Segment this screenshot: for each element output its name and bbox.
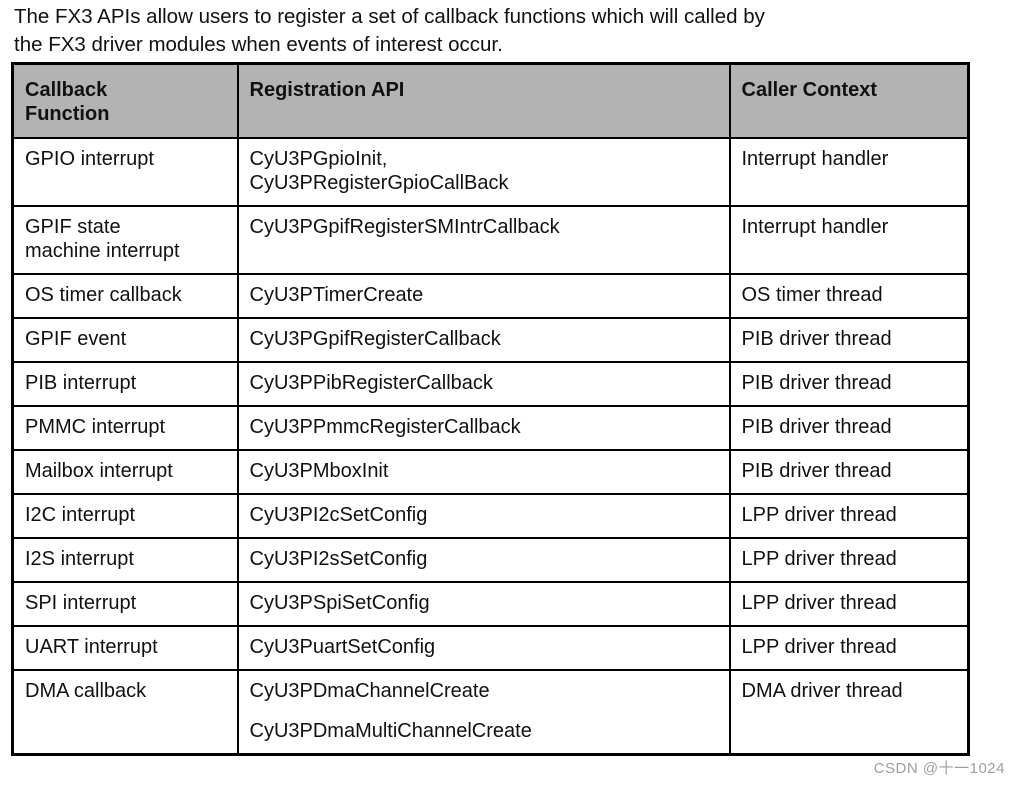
header-callback-function: Callback Function xyxy=(11,62,239,139)
callback-function-cell: I2S interrupt xyxy=(11,537,239,583)
callback-function-cell: Mailbox interrupt xyxy=(11,449,239,495)
registration-api-cell: CyU3PGpifRegisterSMIntrCallback xyxy=(236,205,731,275)
callback-function-cell: GPIF event xyxy=(11,317,239,363)
caller-context-cell: PIB driver thread xyxy=(728,317,970,363)
table-header-row: Callback Function Registration API Calle… xyxy=(11,62,970,139)
table-header: Callback Function Registration API Calle… xyxy=(11,62,970,139)
callback-function-cell: SPI interrupt xyxy=(11,581,239,627)
callback-function-cell: OS timer callback xyxy=(11,273,239,319)
registration-api-cell: CyU3PuartSetConfig xyxy=(236,625,731,671)
header-caller-context-label: Caller Context xyxy=(741,79,878,101)
intro-line-2: the FX3 driver modules when events of in… xyxy=(14,33,503,56)
caller-context-cell: PIB driver thread xyxy=(728,449,970,495)
caller-context-cell: DMA driver thread xyxy=(728,669,970,756)
callback-function-cell: UART interrupt xyxy=(11,625,239,671)
registration-api-cell: CyU3PGpioInit,CyU3PRegisterGpioCallBack xyxy=(236,137,731,207)
caller-context-cell: LPP driver thread xyxy=(728,493,970,539)
registration-api-cell: CyU3PI2sSetConfig xyxy=(236,537,731,583)
registration-api-cell: CyU3PPmmcRegisterCallback xyxy=(236,405,731,451)
registration-api-cell: CyU3PSpiSetConfig xyxy=(236,581,731,627)
callback-function-cell: DMA callback xyxy=(11,669,239,756)
header-caller-context: Caller Context xyxy=(728,62,970,139)
header-registration-api-label: Registration API xyxy=(249,79,405,101)
header-callback-function-line1: Callback xyxy=(25,79,108,101)
callback-api-table: Callback Function Registration API Calle… xyxy=(11,62,970,756)
callback-function-cell: I2C interrupt xyxy=(11,493,239,539)
caller-context-cell: LPP driver thread xyxy=(728,581,970,627)
callback-function-cell: GPIO interrupt xyxy=(11,137,239,207)
intro-paragraph: The FX3 APIs allow users to register a s… xyxy=(14,3,1013,59)
caller-context-cell: LPP driver thread xyxy=(728,625,970,671)
callback-function-cell: PIB interrupt xyxy=(11,361,239,407)
registration-api-cell: CyU3PTimerCreate xyxy=(236,273,731,319)
intro-line-1: The FX3 APIs allow users to register a s… xyxy=(14,5,765,28)
registration-api-cell: CyU3PI2cSetConfig xyxy=(236,493,731,539)
header-registration-api: Registration API xyxy=(236,62,731,139)
header-callback-function-line2: Function xyxy=(25,103,110,125)
caller-context-cell: Interrupt handler xyxy=(728,205,970,275)
caller-context-cell: PIB driver thread xyxy=(728,361,970,407)
caller-context-cell: LPP driver thread xyxy=(728,537,970,583)
callback-function-cell: PMMC interrupt xyxy=(11,405,239,451)
caller-context-cell: OS timer thread xyxy=(728,273,970,319)
caller-context-cell: Interrupt handler xyxy=(728,137,970,207)
caller-context-cell: PIB driver thread xyxy=(728,405,970,451)
watermark: CSDN @十一1024 xyxy=(873,760,1005,777)
registration-api-cell: CyU3PPibRegisterCallback xyxy=(236,361,731,407)
registration-api-cell: CyU3PMboxInit xyxy=(236,449,731,495)
registration-api-cell: CyU3PGpifRegisterCallback xyxy=(236,317,731,363)
